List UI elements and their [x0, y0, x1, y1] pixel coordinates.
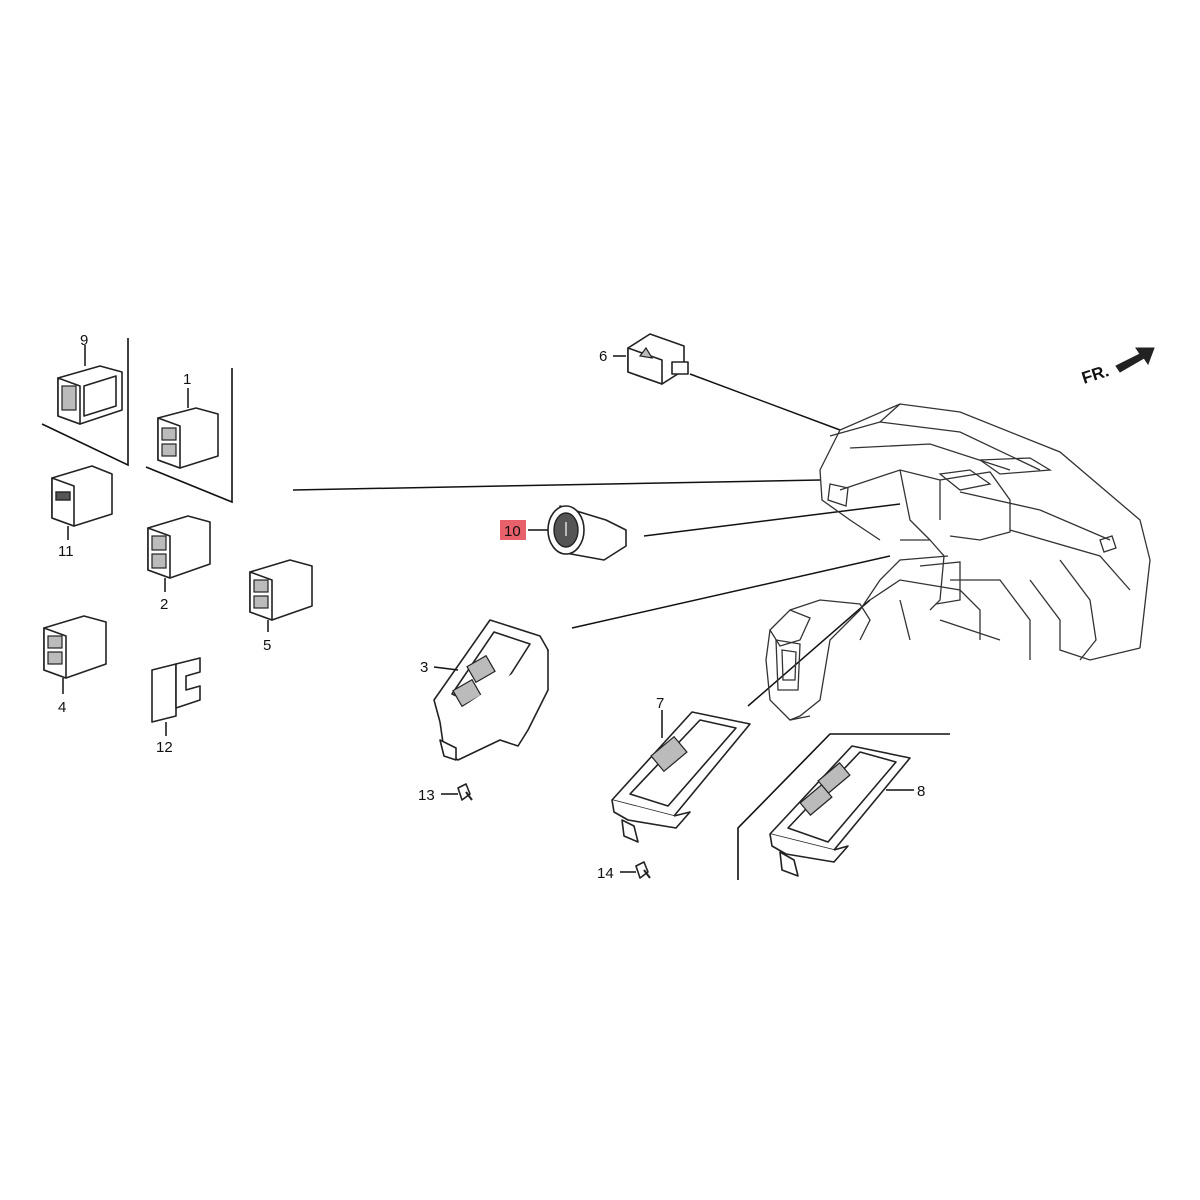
part-11-switch — [51, 465, 113, 540]
part-3-switch-panel — [433, 555, 891, 761]
part-14-screw — [620, 861, 651, 879]
part-8-switch-panel — [737, 733, 950, 880]
part-10-start-button — [528, 503, 901, 561]
callout-2: 2 — [160, 596, 168, 613]
callout-10: 10 — [504, 523, 521, 540]
part-2-switch — [147, 515, 211, 592]
part-9-switch — [57, 345, 123, 425]
leader-left-group — [292, 479, 821, 491]
callout-7: 7 — [656, 695, 664, 712]
callout-1: 1 — [183, 371, 191, 388]
callout-14: 14 — [597, 865, 614, 882]
group-bracket-left — [41, 338, 233, 504]
callout-4: 4 — [58, 699, 66, 716]
callout-12: 12 — [156, 739, 173, 756]
callout-6: 6 — [599, 348, 607, 365]
part-13-screw — [441, 783, 473, 801]
callout-11: 11 — [58, 543, 74, 560]
part-1-switch — [157, 388, 219, 469]
part-5-switch — [249, 559, 313, 632]
part-7-switch-panel — [611, 599, 871, 843]
part-6-hazard-switch — [613, 333, 841, 431]
part-12-blank-cover — [151, 657, 201, 736]
callout-10-highlight — [500, 520, 526, 540]
callout-9: 9 — [80, 332, 88, 349]
front-direction-arrow — [1115, 347, 1155, 373]
callout-13: 13 — [418, 787, 435, 804]
dashboard-assembly — [765, 403, 1151, 721]
callout-5: 5 — [263, 637, 271, 654]
part-4-switch — [43, 615, 107, 694]
front-direction-label: FR. — [1079, 361, 1111, 388]
callout-8: 8 — [917, 783, 925, 800]
callout-3: 3 — [420, 659, 428, 676]
